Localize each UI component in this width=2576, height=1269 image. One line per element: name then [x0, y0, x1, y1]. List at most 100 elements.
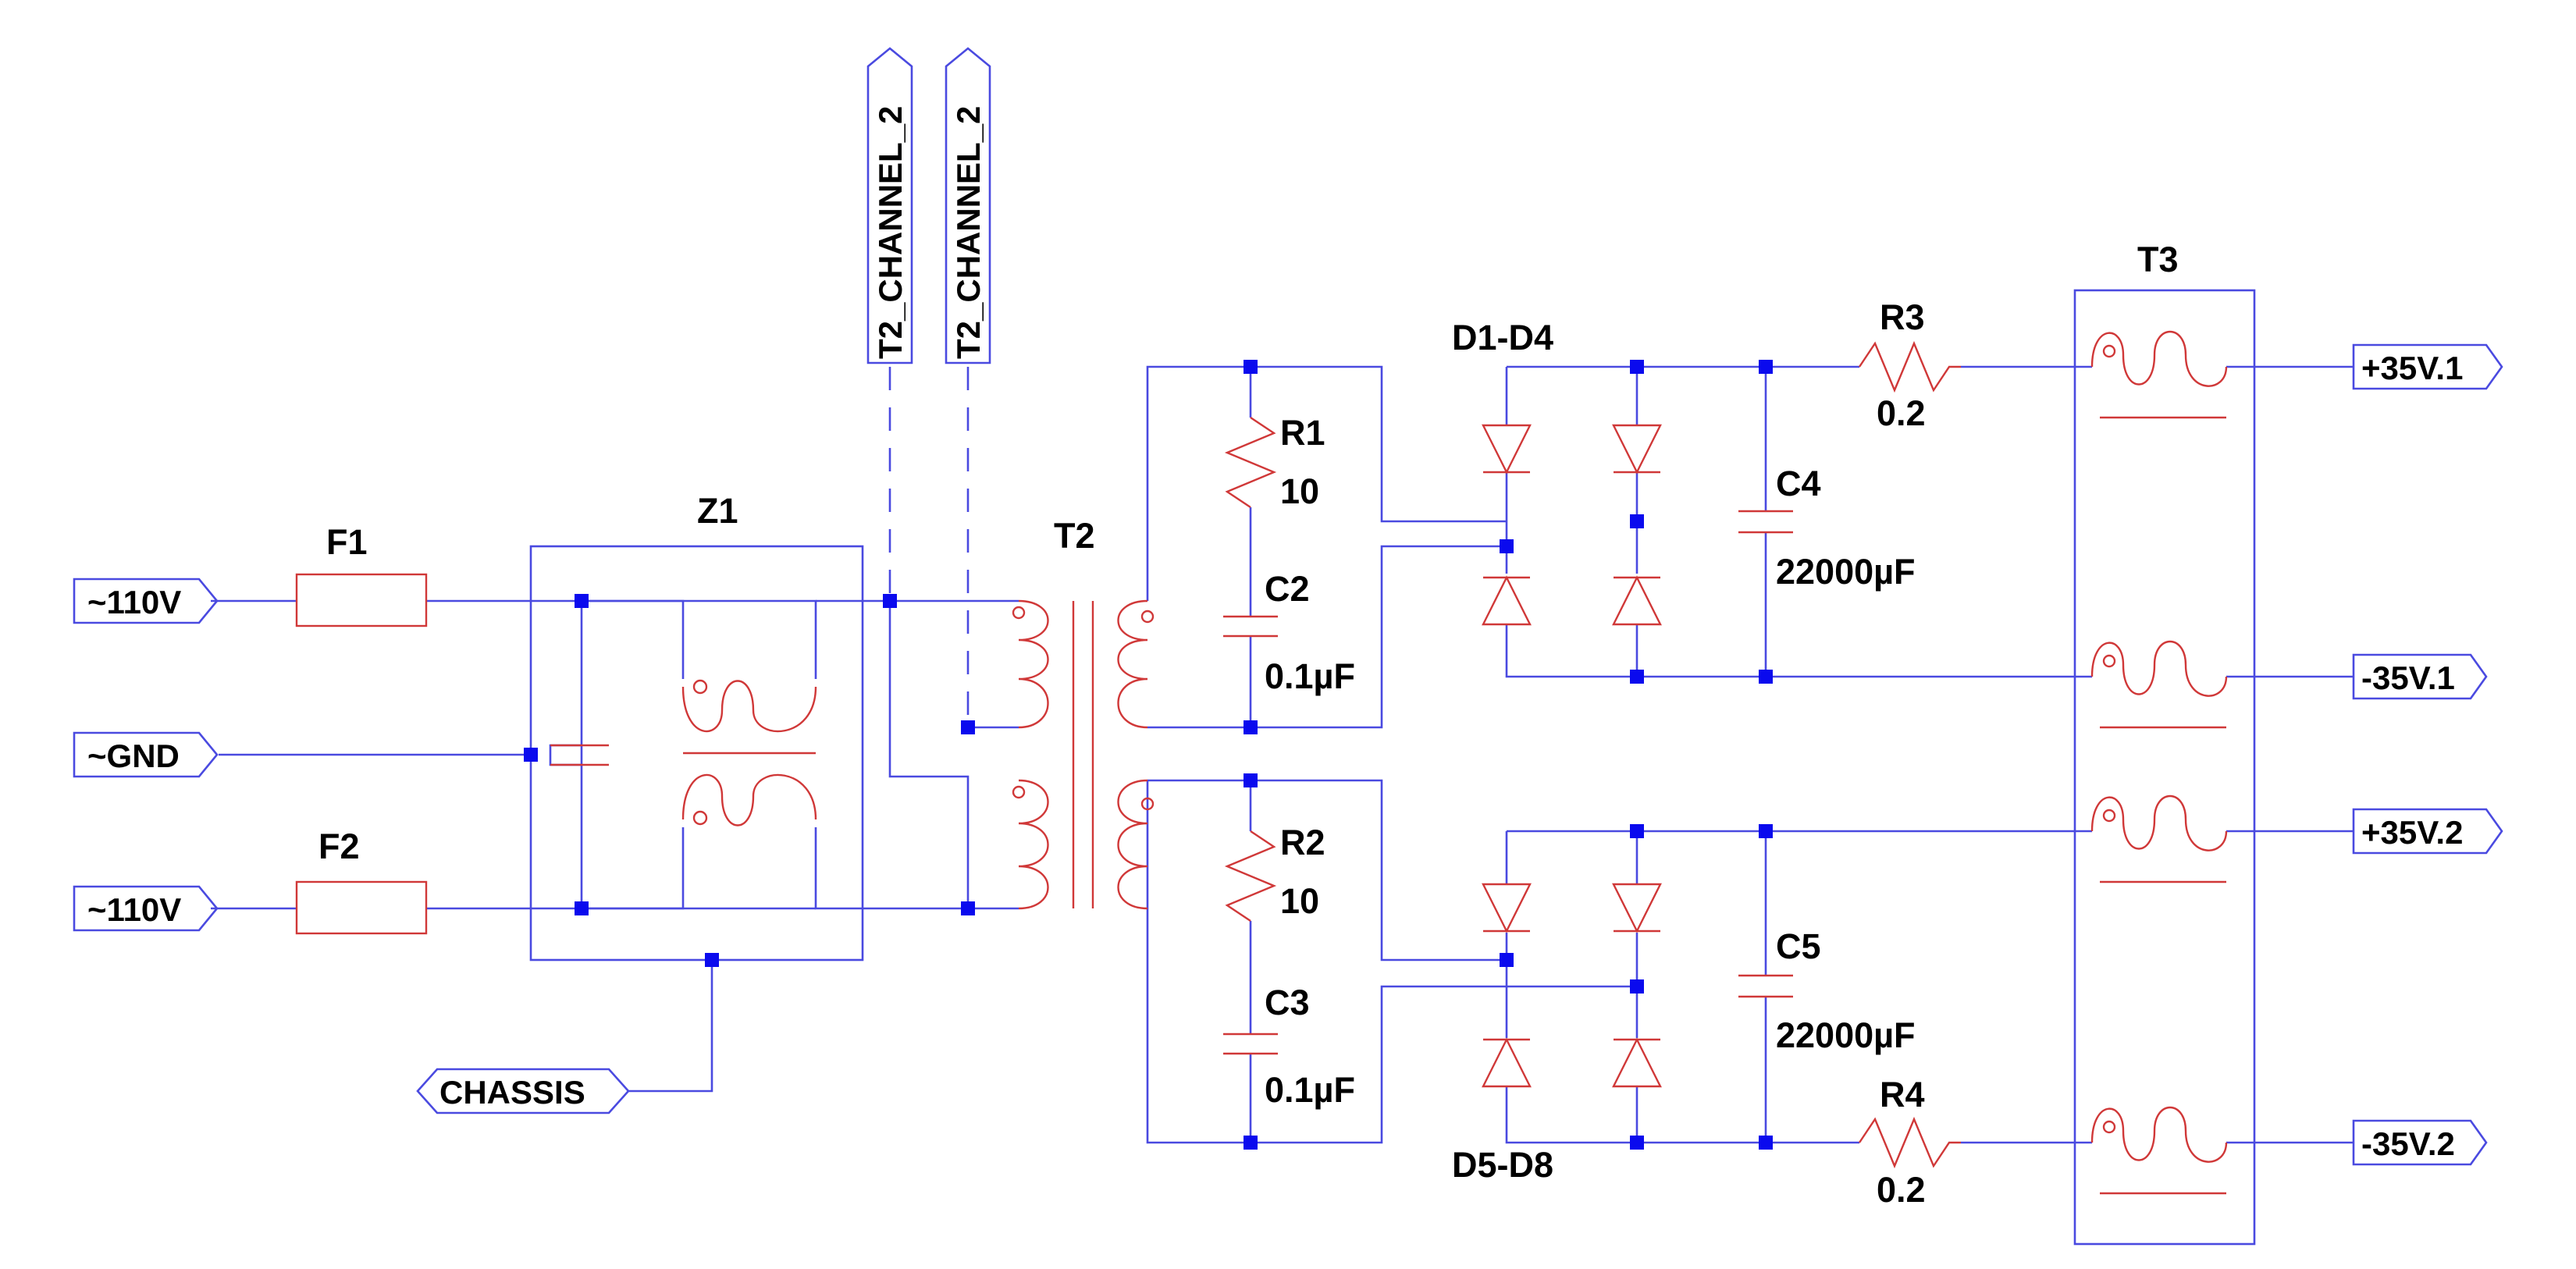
label-c3: C3 — [1265, 983, 1310, 1022]
port-in-line-1-flag — [73, 578, 219, 624]
diode-d6 — [1612, 883, 1662, 933]
port-in-gnd: ~GND — [87, 738, 180, 774]
diode-d4 — [1612, 575, 1662, 626]
junctions — [524, 360, 1773, 1150]
capacitor-c5 — [1738, 974, 1793, 998]
port-in-line-2-flag — [73, 885, 219, 932]
wire-t2-sec-lower — [1146, 779, 1637, 1144]
wire-t2-sec-upper — [1146, 365, 1507, 729]
wire-z1-cap-stubs — [549, 744, 582, 766]
port-out-pos-1-flag — [2352, 343, 2503, 390]
fuse-f1 — [295, 573, 428, 627]
junction — [1244, 1136, 1258, 1150]
components — [295, 331, 2228, 1195]
junction — [524, 748, 538, 762]
z1-capacitor — [550, 744, 609, 766]
junction — [1244, 360, 1258, 374]
junction — [883, 594, 897, 608]
port-out-neg-2: -35V.2 — [2361, 1125, 2455, 1162]
resistor-r2 — [1224, 830, 1277, 922]
diode-d1 — [1482, 424, 1532, 475]
wires — [211, 365, 2354, 1144]
junction — [1500, 539, 1514, 553]
port-out-neg-1: -35V.1 — [2361, 659, 2455, 696]
label-d5-d8: D5-D8 — [1452, 1145, 1553, 1185]
label-c4: C4 — [1776, 464, 1821, 503]
junction — [1244, 773, 1258, 787]
diode-d5 — [1482, 883, 1532, 933]
junction — [705, 953, 719, 967]
port-channel-a: T2_CHANNEL_2 — [872, 106, 909, 359]
junction — [1244, 720, 1258, 734]
label-t2: T2 — [1054, 516, 1095, 556]
junction — [1500, 953, 1514, 967]
label-c2-value: 0.1µF — [1265, 656, 1355, 696]
port-out-neg-2-flag — [2352, 1119, 2488, 1166]
label-c5: C5 — [1776, 926, 1821, 966]
junction — [961, 720, 975, 734]
label-c5-value: 22000µF — [1776, 1015, 1916, 1055]
wire-t2-primary — [816, 599, 1019, 910]
t2-secondary-dot-upper — [1140, 610, 1155, 624]
junction — [1630, 824, 1644, 838]
capacitor-c4 — [1738, 510, 1793, 534]
port-in-line-2: ~110V — [87, 891, 181, 928]
z1-dot-upper — [692, 679, 708, 695]
diode-d2 — [1612, 424, 1662, 475]
t2-primary-dot-upper — [1012, 606, 1026, 620]
port-in-line-1: ~110V — [87, 584, 181, 620]
label-f1: F1 — [326, 522, 368, 562]
diode-d8 — [1612, 1037, 1662, 1088]
t3-choke-3 — [2090, 795, 2228, 851]
port-out-pos-2-flag — [2352, 808, 2503, 855]
t2-secondary-lower — [1117, 779, 1148, 910]
resistor-r3 — [1859, 340, 1961, 393]
wire-z1-internal — [580, 599, 968, 910]
component-labels: F1 F2 Z1 T2 T3 R1 10 C2 0.1µF R2 10 C3 0… — [318, 240, 2179, 1210]
port-out-pos-2: +35V.2 — [2361, 814, 2463, 851]
label-z1: Z1 — [697, 491, 738, 531]
ports: ~110V ~GND ~110V CHASSIS T2_CHANNEL_2 T2… — [73, 47, 2503, 1166]
label-d1-d4: D1-D4 — [1452, 318, 1553, 357]
port-chassis-flag — [416, 1068, 630, 1114]
channel-dashes — [888, 367, 970, 727]
t3-box — [2073, 289, 2256, 1246]
label-r2: R2 — [1280, 823, 1325, 862]
junction — [1759, 1136, 1773, 1150]
junction — [1759, 360, 1773, 374]
resistor-r4 — [1859, 1116, 1961, 1169]
junction — [575, 594, 589, 608]
junction — [961, 901, 975, 915]
junction — [1630, 360, 1644, 374]
capacitor-c3 — [1223, 1033, 1278, 1055]
t3-dot-2 — [2102, 654, 2116, 668]
diode-d7 — [1482, 1037, 1532, 1088]
capacitor-c2 — [1223, 615, 1278, 638]
junction — [575, 901, 589, 915]
junction — [1759, 824, 1773, 838]
label-r3: R3 — [1880, 297, 1925, 337]
label-r1: R1 — [1280, 413, 1325, 453]
port-channel-b: T2_CHANNEL_2 — [950, 106, 987, 359]
port-out-neg-1-flag — [2352, 653, 2488, 700]
t3-choke-4 — [2090, 1107, 2228, 1163]
z1-choke-lower — [681, 773, 817, 826]
t2-core — [1072, 601, 1094, 908]
z1-dot-lower — [692, 810, 708, 826]
resistor-r1 — [1224, 417, 1277, 508]
junction — [1759, 670, 1773, 684]
diode-d3 — [1482, 575, 1532, 626]
label-c2: C2 — [1265, 569, 1310, 609]
label-r4-value: 0.2 — [1877, 1170, 1926, 1210]
t2-primary-lower — [1018, 779, 1049, 910]
t2-secondary-upper — [1117, 599, 1148, 729]
junction — [1630, 514, 1644, 528]
z1-choke-upper — [681, 680, 817, 733]
label-f2: F2 — [318, 826, 360, 866]
label-r2-value: 10 — [1280, 881, 1319, 921]
junction — [1630, 1136, 1644, 1150]
t3-dot-3 — [2102, 809, 2116, 823]
port-out-pos-1: +35V.1 — [2361, 350, 2463, 386]
t2-primary-dot-lower — [1012, 785, 1026, 799]
label-t3: T3 — [2137, 240, 2179, 279]
